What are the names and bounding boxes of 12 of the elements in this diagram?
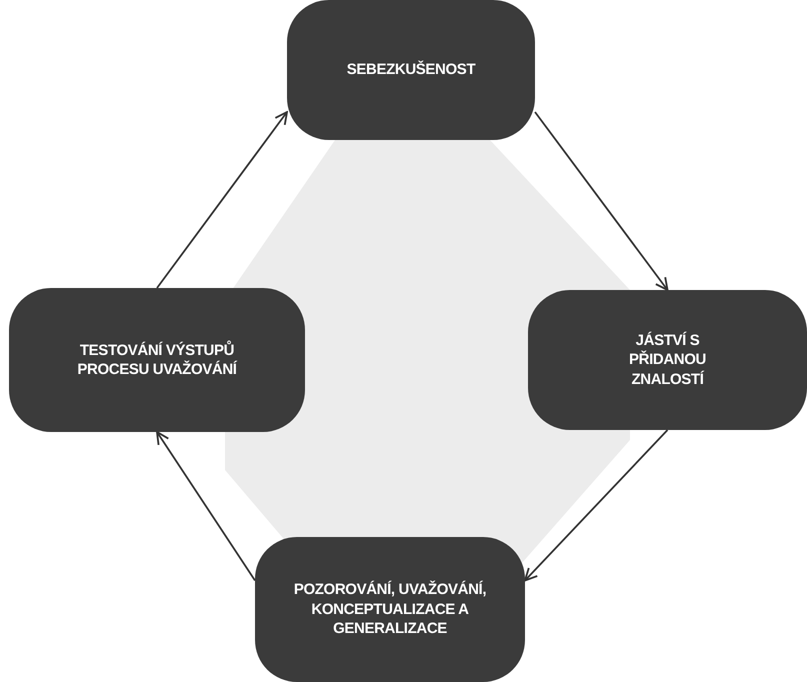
box-label: SEBEZKUŠENOST bbox=[346, 60, 476, 80]
process-box bbox=[255, 537, 525, 682]
process-box bbox=[287, 0, 535, 140]
arrow bbox=[524, 429, 668, 582]
arrow bbox=[534, 111, 668, 291]
box-label: TESTOVÁNÍ VÝSTUPŮ PROCESU UVAŽOVÁNÍ bbox=[76, 340, 238, 380]
arrow bbox=[156, 431, 256, 581]
arrow bbox=[156, 111, 288, 289]
box-label: POZOROVÁNÍ, UVAŽOVÁNÍ, KONCEPTUALIZACE A GENERALIZACE bbox=[292, 580, 488, 639]
box-label: JÁSTVÍ S PŘIDANOU ZNALOSTÍ bbox=[628, 330, 707, 390]
process-box bbox=[9, 288, 305, 432]
process-box bbox=[528, 290, 807, 430]
